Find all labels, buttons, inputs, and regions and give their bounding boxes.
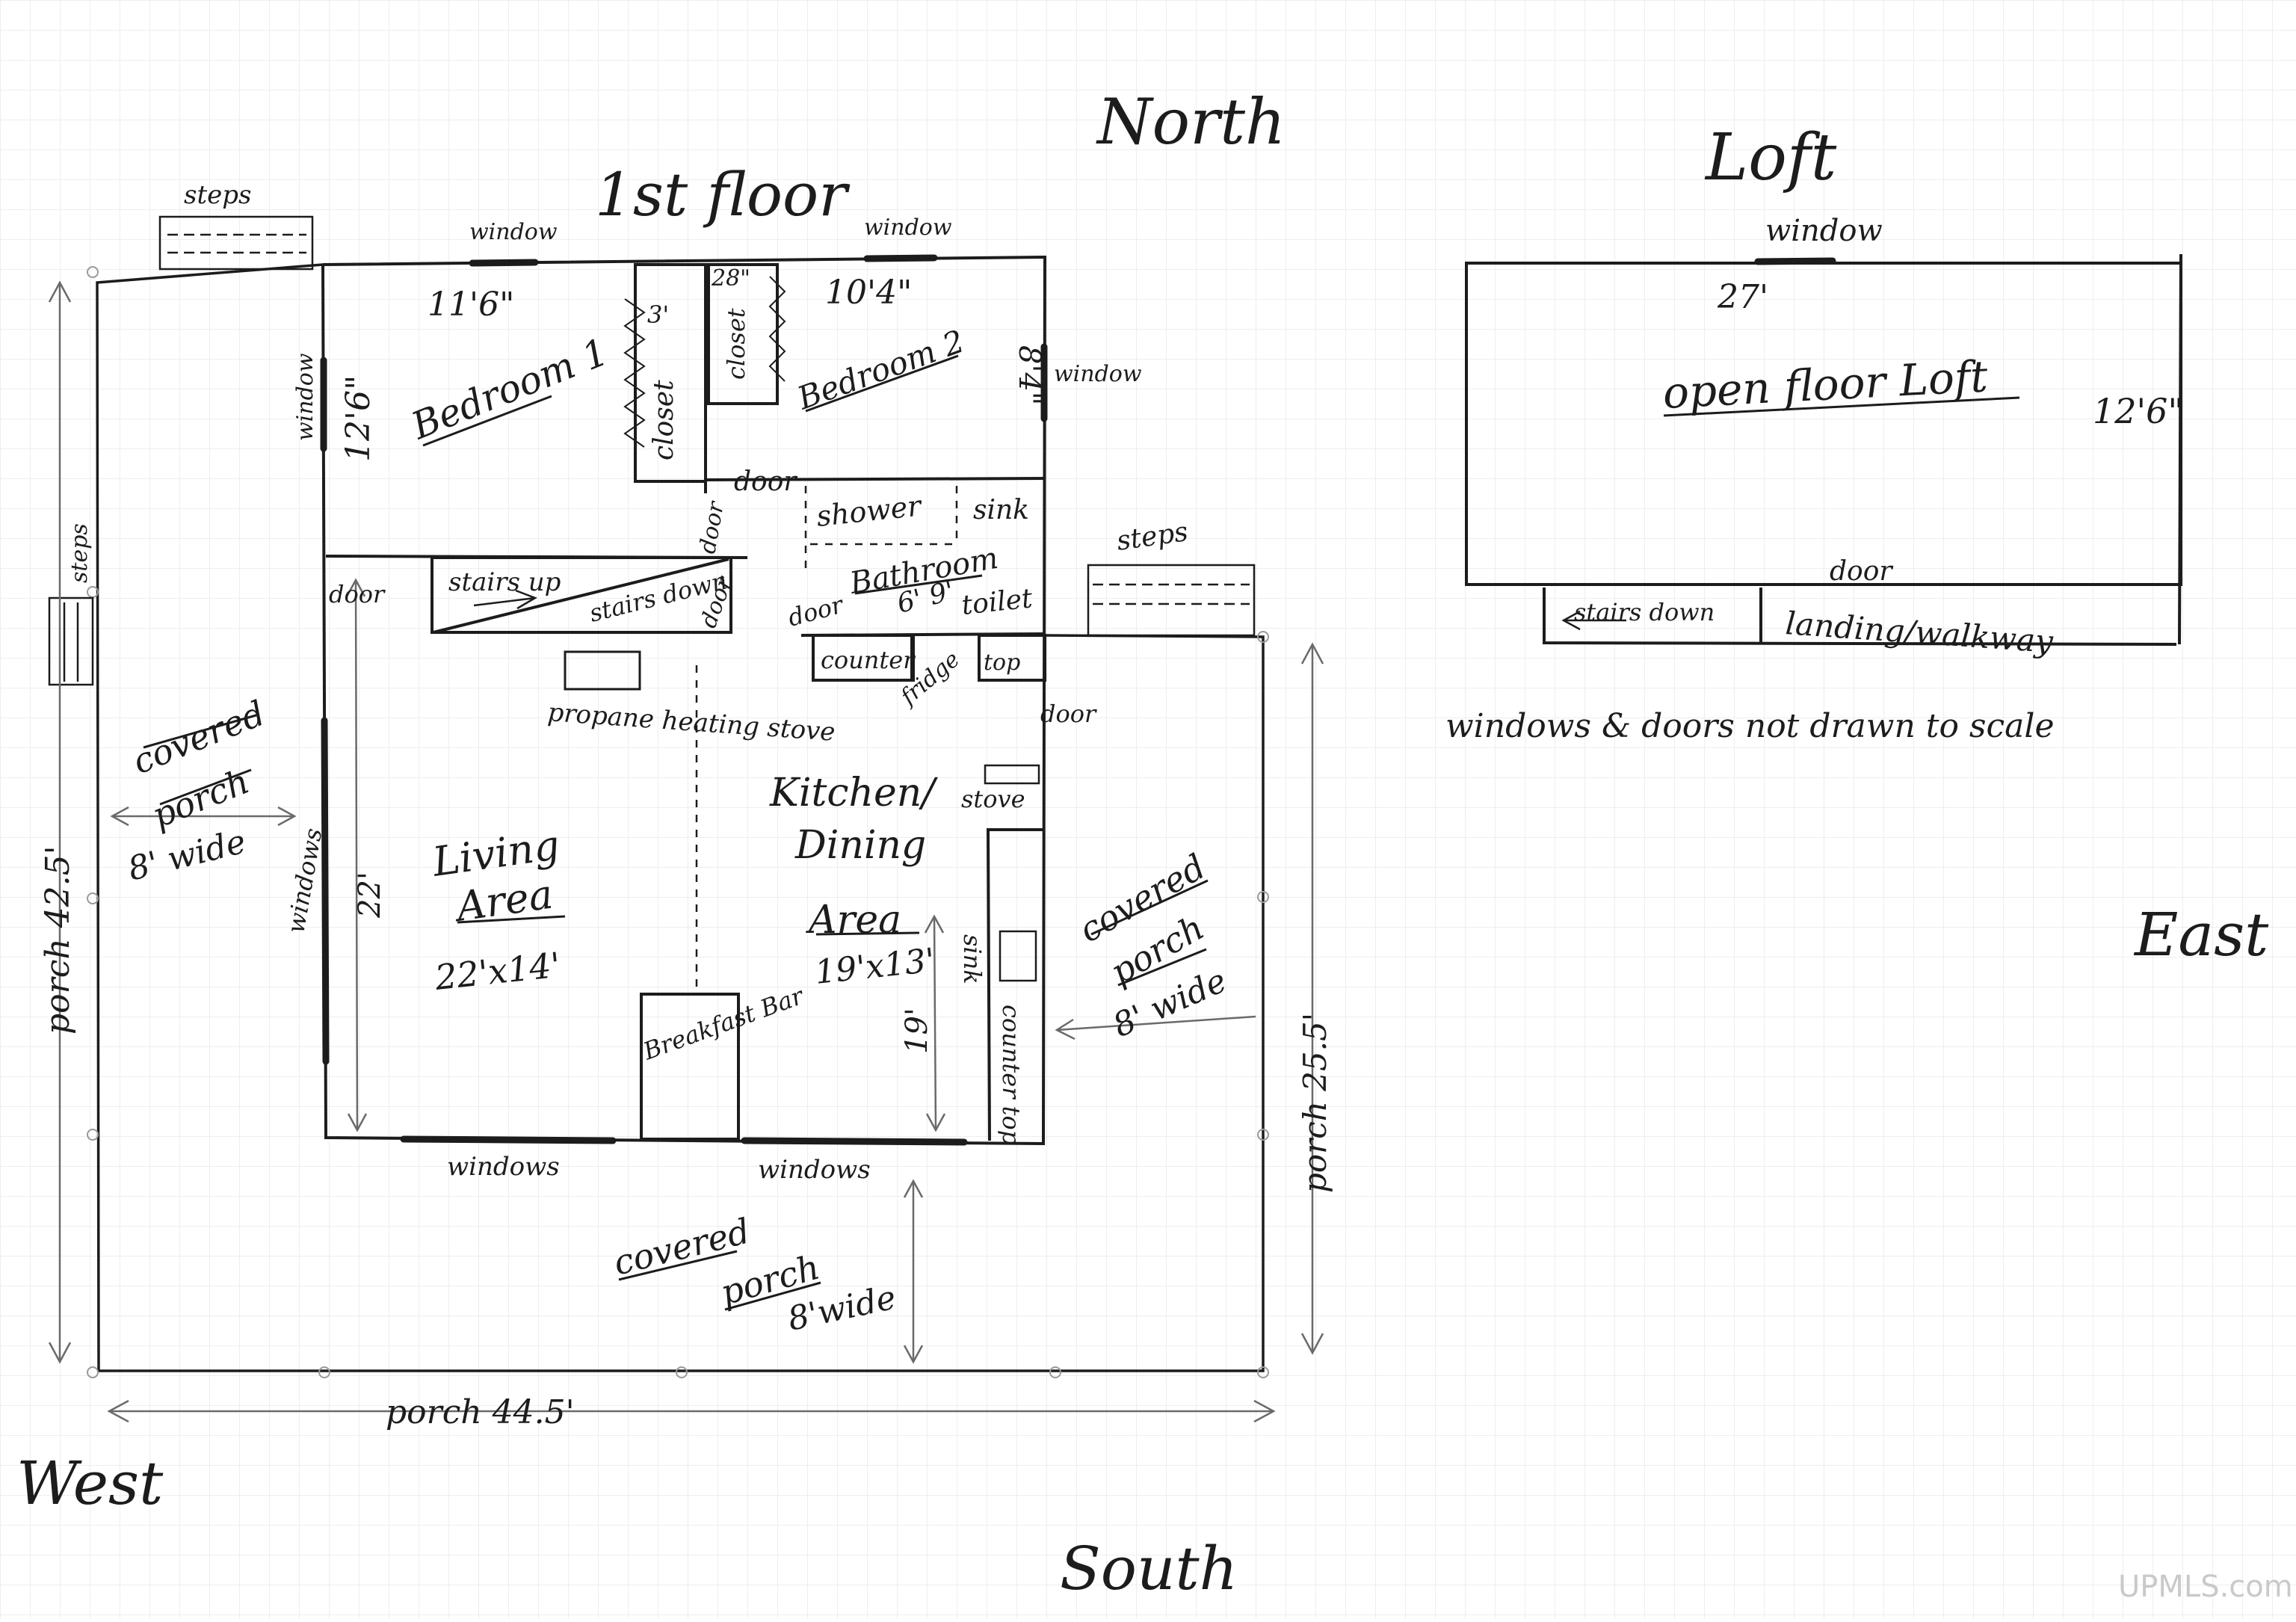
stairs-up-label: stairs up	[448, 567, 561, 597]
kitchen-label-1: Kitchen/	[769, 771, 938, 815]
window-label-loft: window	[1765, 214, 1883, 248]
watermark: UPMLS.com	[2118, 1570, 2293, 1604]
toilet-label: toilet	[960, 583, 1034, 621]
bedroom2-depth: 8'4"	[1012, 345, 1046, 405]
steps-east[interactable]	[1087, 564, 1256, 637]
sink-symbol	[999, 930, 1037, 982]
porch-outline	[96, 263, 1265, 1372]
loft-width: 27'	[1717, 278, 1768, 316]
propane-stove-symbol	[564, 650, 641, 691]
door-label-west: door	[329, 580, 386, 608]
loft-stairs-down-label: stairs down	[1574, 598, 1715, 626]
window-label-east-bed: window	[1054, 361, 1142, 387]
bedroom2-width: 10'4"	[825, 274, 912, 312]
dimension-arrows	[48, 280, 1324, 1423]
window-label-west-bed: window	[292, 353, 318, 441]
window-label-bed1: window	[469, 219, 558, 245]
loft-outline	[1465, 253, 2182, 646]
bedroom1-width: 11'6"	[428, 286, 514, 324]
porch-south-length: porch 44.5'	[386, 1393, 575, 1431]
closet-hangers	[623, 276, 786, 448]
window-marks	[320, 254, 1836, 1146]
closet2-dim: 28"	[711, 265, 750, 292]
kitchen-height: 19'	[900, 1008, 934, 1054]
loft-depth: 12'6"	[2093, 391, 2184, 431]
living-height: 22'	[353, 872, 387, 919]
counter-top-label: counter top	[997, 1005, 1025, 1145]
porch-east-length: porch 25.5'	[1297, 1013, 1333, 1193]
kitchen-label-3: Area	[806, 898, 901, 943]
stove-label: stove	[961, 785, 1025, 813]
door-label-east: door	[1040, 700, 1097, 728]
porch-posts	[87, 266, 1269, 1378]
stairs-arrows	[473, 589, 1626, 631]
loft-title: Loft	[1704, 120, 1837, 195]
compass-north: North	[1096, 85, 1286, 158]
windows-label-south1: windows	[447, 1152, 560, 1182]
steps-north[interactable]	[158, 215, 314, 271]
steps-west-label: steps	[67, 523, 93, 583]
door-label-loft: door	[1830, 556, 1893, 587]
dashed-lines	[695, 486, 958, 990]
window-label-bed2: window	[864, 215, 952, 241]
first-floor-title: 1st floor	[595, 160, 851, 229]
compass-west: West	[16, 1449, 164, 1518]
sink-label-kitchen: sink	[958, 934, 987, 984]
porch-west-length: porch 42.5'	[39, 845, 77, 1034]
stove-symbol	[984, 764, 1040, 785]
kitchen-label-2: Dining	[794, 823, 926, 868]
counter-label: counter	[821, 646, 916, 674]
closet1-label: closet	[649, 380, 679, 460]
label-underlines	[143, 354, 2020, 1311]
top-label: top	[984, 650, 1020, 676]
compass-south: South	[1060, 1534, 1238, 1603]
closet1-dim: 3'	[647, 300, 669, 329]
closet2-label: closet	[722, 308, 750, 380]
bedroom1-depth: 12'6"	[339, 375, 377, 462]
windows-label-south2: windows	[758, 1155, 871, 1185]
door-label-bed: door	[734, 466, 797, 497]
compass-east: East	[2133, 900, 2269, 969]
scale-note: windows & doors not drawn to scale	[1445, 707, 2055, 745]
steps-north-label: steps	[184, 180, 251, 210]
sink-label-bath: sink	[973, 495, 1029, 525]
steps-west[interactable]	[48, 596, 94, 686]
